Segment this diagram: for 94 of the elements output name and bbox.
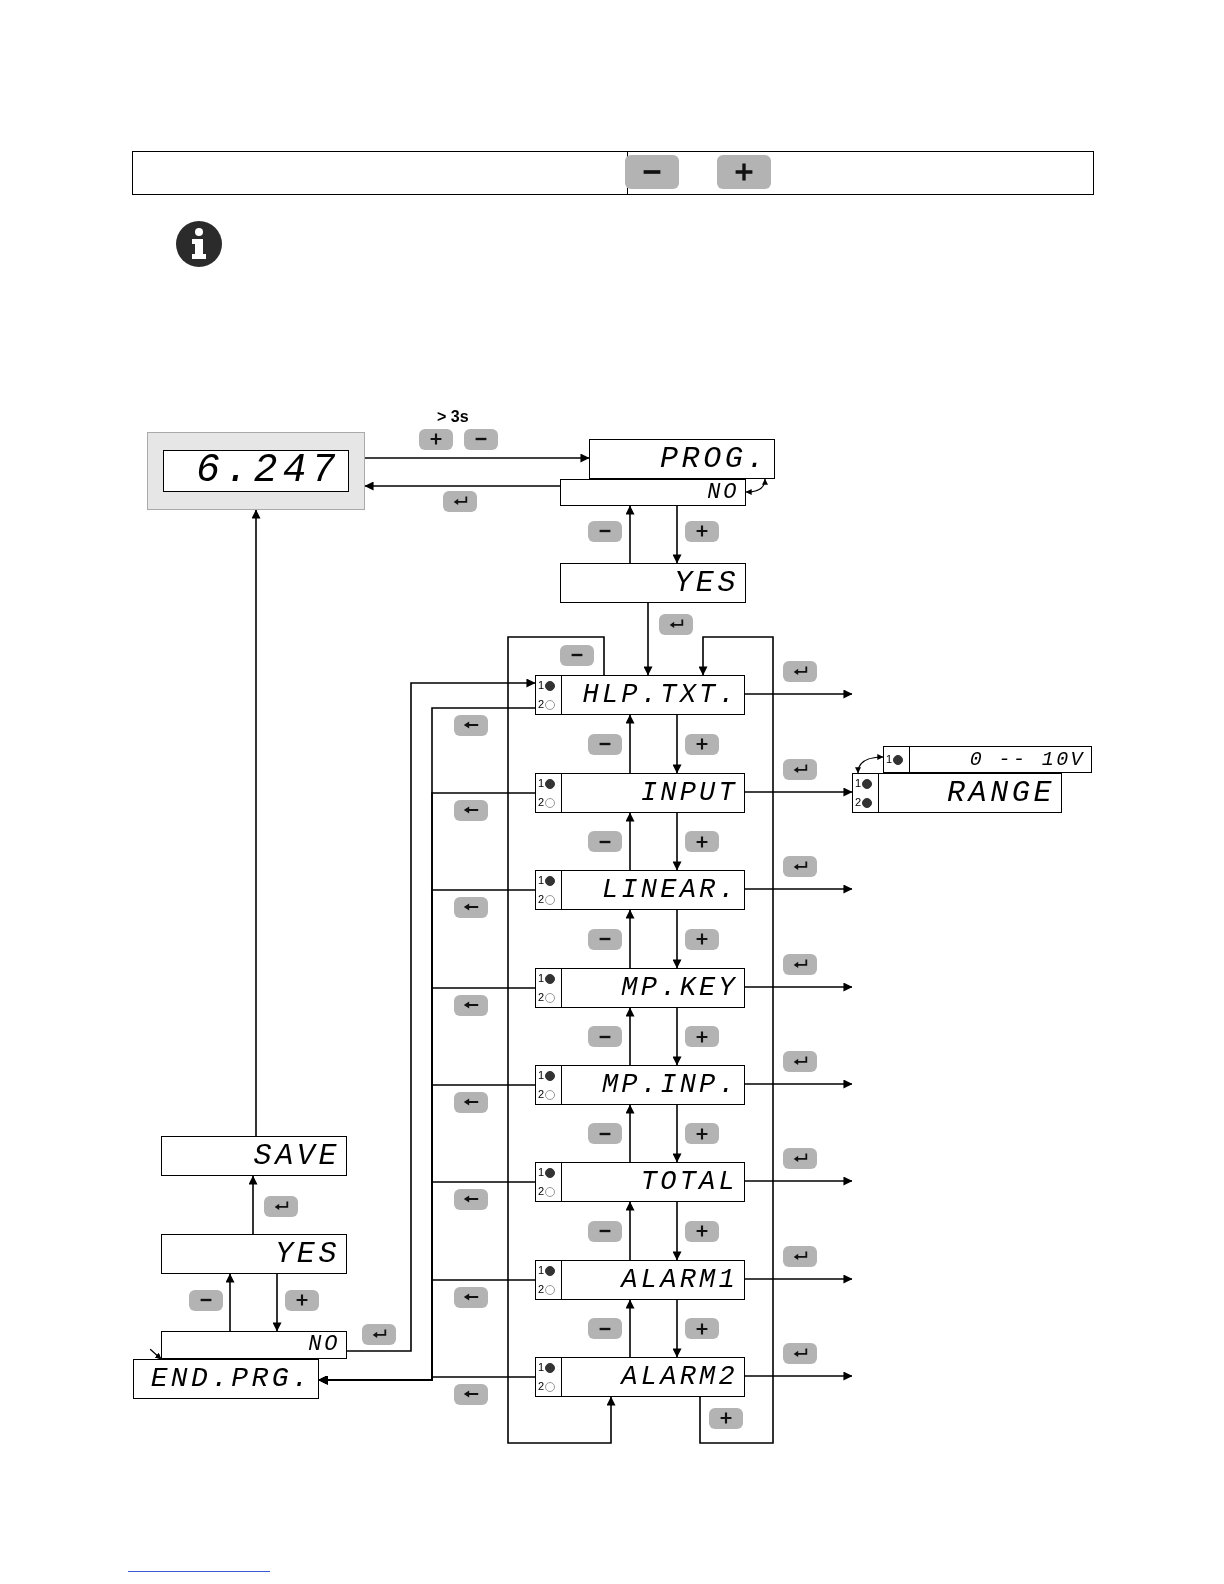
arrow xyxy=(672,714,682,774)
lcd-display xyxy=(161,1234,347,1274)
arrow xyxy=(625,1007,635,1066)
lcd-display xyxy=(589,439,775,479)
arrow xyxy=(364,481,561,491)
lcd-display xyxy=(852,773,1062,813)
time-label: > 3s xyxy=(437,409,469,425)
arrow xyxy=(744,884,853,894)
arrow xyxy=(672,812,682,871)
arrow xyxy=(745,478,768,495)
led-number: 2 xyxy=(538,1381,545,1392)
arrow xyxy=(251,509,261,1137)
lcd-display xyxy=(535,1260,745,1300)
lcd-display xyxy=(560,563,746,603)
display-text: MP.KEY xyxy=(621,974,738,1002)
lcd-display xyxy=(535,968,745,1008)
lcd-display xyxy=(535,675,745,715)
led-number: 2 xyxy=(538,1284,545,1295)
arrow xyxy=(364,453,590,463)
arrow xyxy=(672,1104,682,1163)
lcd-display xyxy=(535,1065,745,1105)
arrow xyxy=(272,1273,282,1332)
led-number: 1 xyxy=(538,875,545,886)
display-text: ALARM1 xyxy=(621,1266,738,1294)
arrow xyxy=(318,1375,536,1385)
arrow xyxy=(625,1104,635,1163)
display-text: END.PRG. xyxy=(150,1365,312,1393)
display-text: MP.INP. xyxy=(601,1071,738,1099)
arrow xyxy=(855,754,884,774)
lcd-display xyxy=(535,1162,745,1202)
arrow xyxy=(672,1201,682,1261)
arrow xyxy=(744,982,853,992)
led-number: 2 xyxy=(538,894,545,905)
led-number: 2 xyxy=(538,797,545,808)
led-number: 1 xyxy=(538,1362,545,1373)
arrow xyxy=(744,1371,853,1381)
led-number: 2 xyxy=(855,797,862,808)
lcd-display xyxy=(535,870,745,910)
arrow xyxy=(744,1176,853,1186)
arrow xyxy=(698,636,774,1444)
display-text: 6.247 xyxy=(195,451,340,491)
led-number: 2 xyxy=(538,992,545,1003)
arrow xyxy=(625,505,635,564)
display-text: LINEAR. xyxy=(601,876,738,904)
lcd-display xyxy=(147,432,365,510)
display-text: RANGE xyxy=(947,778,1055,808)
led-number: 1 xyxy=(538,1265,545,1276)
arrow xyxy=(625,714,635,774)
arrow xyxy=(672,1007,682,1066)
led-number: 1 xyxy=(538,778,545,789)
arrow xyxy=(225,1273,235,1332)
led-number: 1 xyxy=(886,754,893,765)
arrow xyxy=(643,602,653,676)
arrow xyxy=(672,1299,682,1358)
display-text: HLP.TXT. xyxy=(582,681,738,709)
arrow xyxy=(672,909,682,969)
arrow xyxy=(346,678,536,1352)
lcd-display xyxy=(161,1136,347,1176)
lcd-display xyxy=(535,1357,745,1397)
arrow xyxy=(625,812,635,871)
display-text: SAVE xyxy=(253,1141,340,1171)
led-number: 1 xyxy=(538,973,545,984)
led-number: 1 xyxy=(538,680,545,691)
display-text: YES xyxy=(275,1239,340,1269)
led-number: 1 xyxy=(538,1070,545,1081)
arrow xyxy=(248,1175,258,1235)
lcd-display xyxy=(161,1331,347,1359)
led-number: 1 xyxy=(538,1167,545,1178)
display-text: INPUT xyxy=(640,779,738,807)
arrow xyxy=(744,689,853,699)
lcd-display xyxy=(133,1359,319,1399)
lcd-display xyxy=(535,773,745,813)
arrow xyxy=(625,1201,635,1261)
led-number: 2 xyxy=(538,1186,545,1197)
led-number: 1 xyxy=(855,778,862,789)
arrow xyxy=(625,1299,635,1358)
arrow xyxy=(672,505,682,564)
display-text: 0 -- 10V xyxy=(969,749,1085,770)
display-text: NO xyxy=(308,1334,340,1356)
arrow xyxy=(744,787,853,797)
arrow xyxy=(625,909,635,969)
arrow xyxy=(744,1274,853,1284)
display-text: TOTAL xyxy=(640,1168,738,1196)
lcd-display xyxy=(883,746,1092,773)
arrow xyxy=(149,1348,162,1360)
display-text: PROG. xyxy=(660,444,768,474)
arrow xyxy=(507,636,616,1444)
led-number: 2 xyxy=(538,699,545,710)
display-text: ALARM2 xyxy=(621,1363,738,1391)
display-text: YES xyxy=(674,568,739,598)
led-number: 2 xyxy=(538,1089,545,1100)
display-text: NO xyxy=(707,481,739,504)
arrow xyxy=(744,1079,853,1089)
lcd-display xyxy=(560,479,746,506)
